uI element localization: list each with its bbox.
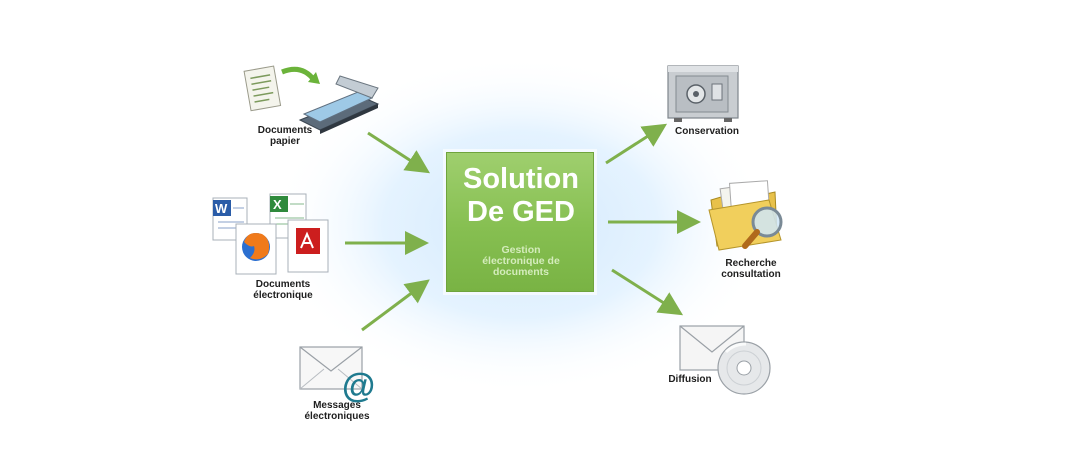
arrow-messages-to-center [361, 279, 430, 332]
center-solution-box: Solution De GED Gestion électronique de … [446, 152, 594, 292]
arrow-papier-to-center [367, 131, 431, 174]
label-recherche-consultation: Recherche consultation [721, 258, 781, 280]
label-documents-electronique: Documents électronique [253, 279, 313, 301]
office-files-icon: W X [212, 193, 329, 275]
scanner-icon [243, 65, 380, 134]
center-subtitle-line2: électronique de [482, 255, 560, 267]
svg-text:X: X [273, 197, 282, 212]
safe-icon [667, 65, 739, 122]
svg-text:@: @ [342, 367, 375, 403]
arrow-center-to-diffusion [611, 268, 684, 316]
email-at-icon: @ [299, 346, 375, 403]
envelope-cd-icon [679, 325, 771, 395]
center-title: Solution De GED [447, 163, 595, 229]
center-subtitle-line3: documents [492, 266, 549, 278]
label-diffusion: Diffusion [668, 374, 712, 385]
label-messages-electroniques: Messages électroniques [304, 400, 370, 422]
center-subtitle: Gestion électronique de documents [447, 245, 595, 278]
svg-text:W: W [215, 201, 228, 216]
center-title-line1: Solution [463, 163, 579, 195]
center-title-line2: De GED [467, 196, 575, 228]
label-documents-papier: Documents papier [257, 125, 313, 147]
arrow-center-to-conservation [605, 123, 668, 165]
folder-search-icon [708, 180, 783, 251]
center-subtitle-line1: Gestion [501, 244, 541, 256]
label-conservation: Conservation [675, 126, 739, 137]
